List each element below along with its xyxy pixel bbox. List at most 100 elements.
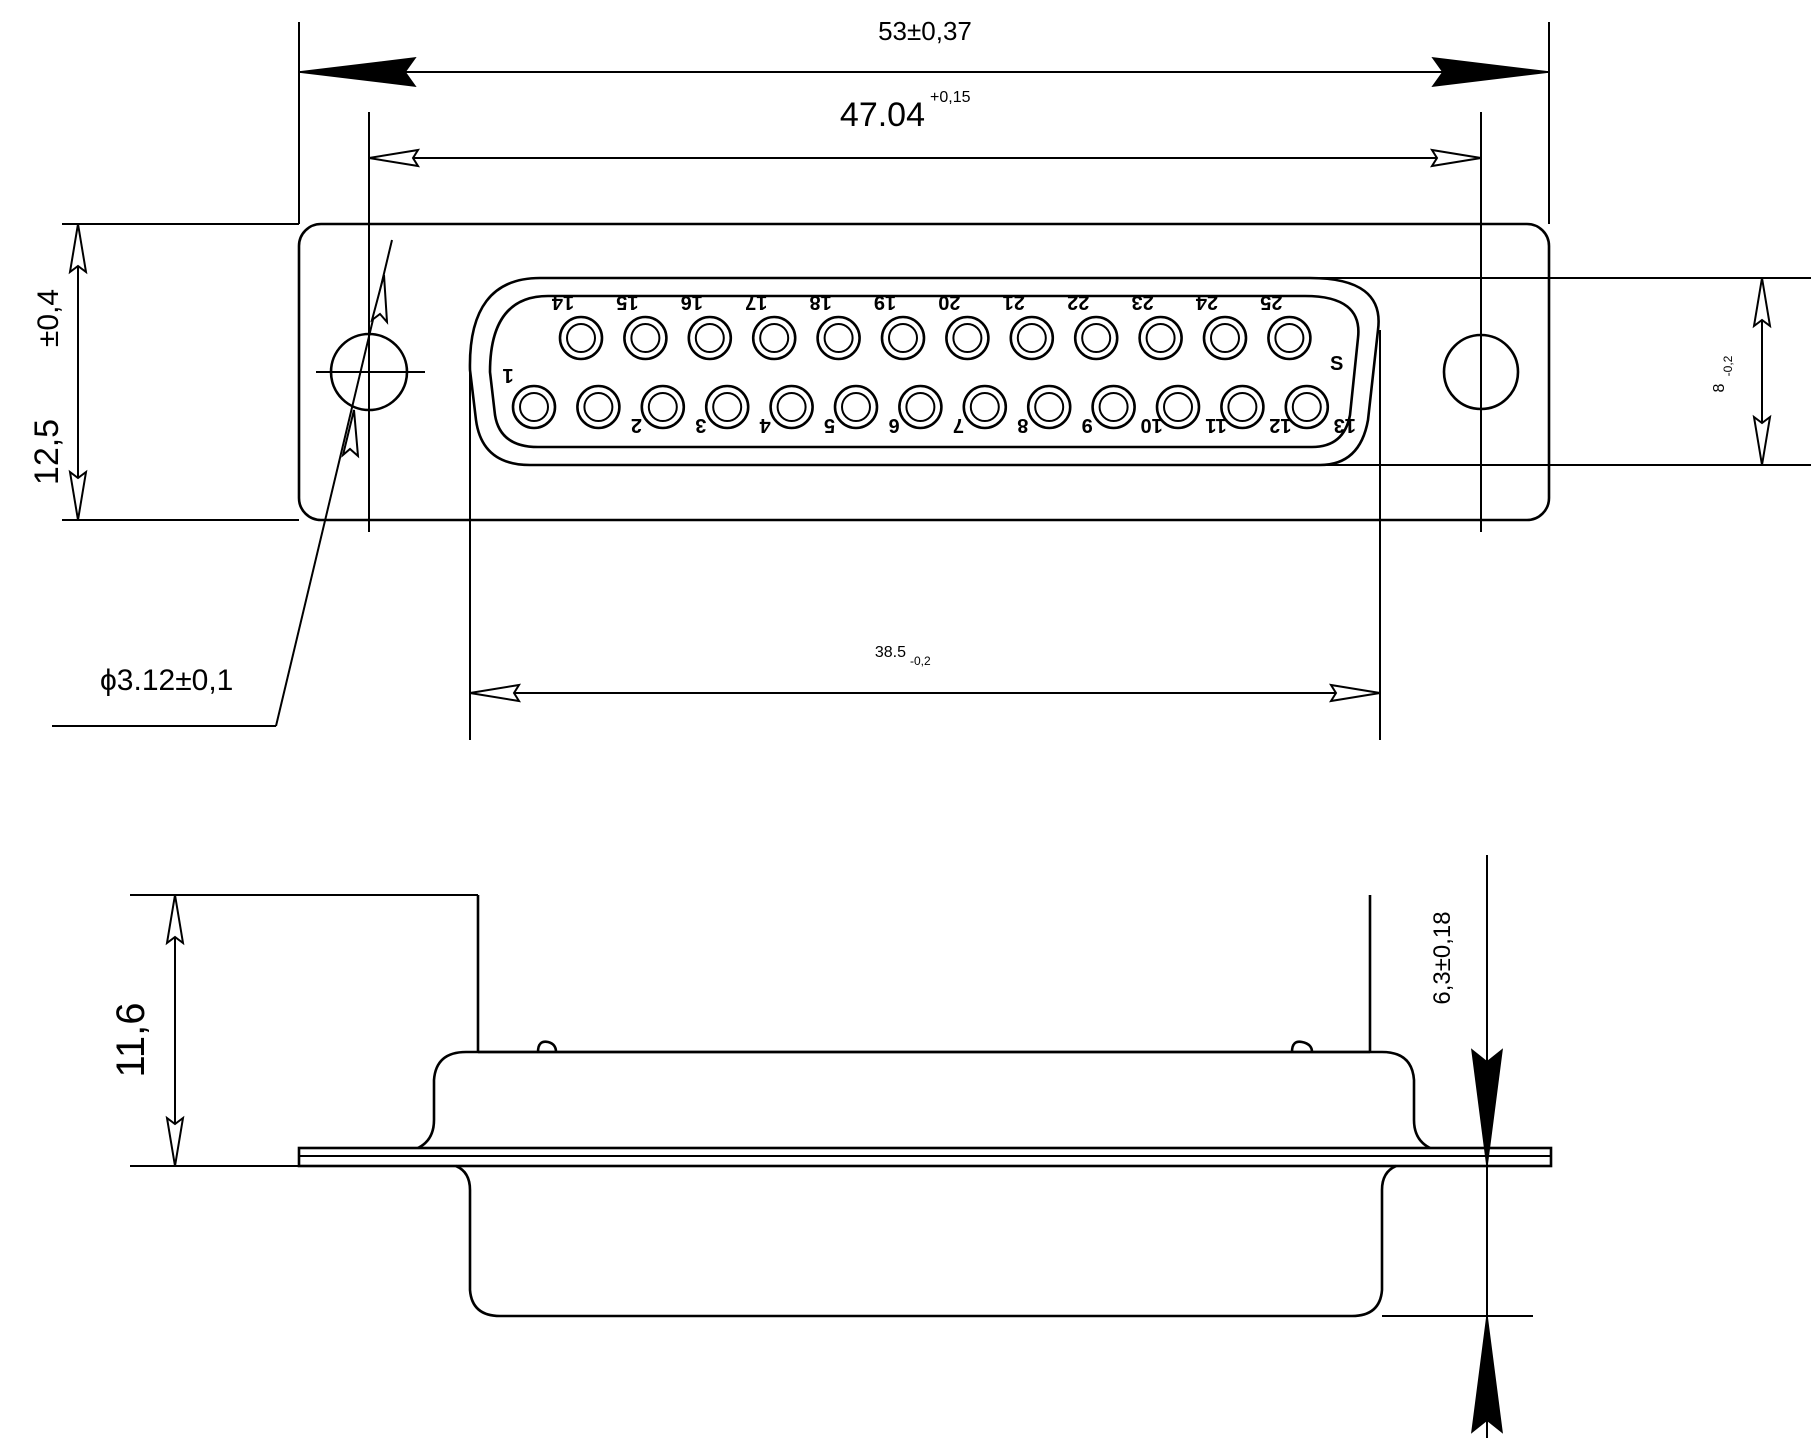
pin-number: 15	[616, 291, 638, 313]
pin-socket-inner	[694, 323, 725, 353]
pin-socket-inner	[1163, 392, 1193, 422]
pin-socket	[623, 315, 668, 361]
side-shell-lower	[455, 1164, 1397, 1318]
pin-number: 14	[551, 291, 574, 313]
pin-socket-inner	[776, 392, 807, 422]
side-hook	[536, 1040, 558, 1053]
pin-socket	[640, 384, 686, 430]
arrow	[1429, 148, 1482, 168]
dim-shell-width-tol: -0,2	[910, 654, 931, 668]
dim-shell-width: 38.5	[875, 644, 906, 661]
dim-flange-height-tol: ±0,4	[32, 289, 65, 347]
pin-socket	[704, 384, 750, 430]
pin-socket-inner	[1081, 323, 1112, 353]
pin-socket	[1155, 384, 1201, 430]
pin-socket-inner	[823, 323, 854, 353]
pin-number: 7	[953, 414, 964, 436]
d-shell-inner	[488, 294, 1360, 449]
side-view: 11,6 6,3±0,18	[109, 855, 1553, 1438]
pin-socket-inner	[1034, 392, 1065, 422]
pin-number: 5	[824, 414, 835, 436]
arrow	[370, 274, 389, 325]
pin-number: 6	[888, 414, 899, 436]
pin-socket-inner	[519, 392, 549, 422]
pin-socket	[769, 384, 814, 430]
dim-flange-height: 12,5	[28, 419, 66, 485]
pin-number: 13	[1334, 414, 1356, 436]
dim-hole-spacing: 47.04	[840, 96, 925, 134]
pin-number: 8	[1017, 414, 1028, 436]
pin-socket	[1284, 384, 1330, 430]
pin-socket	[833, 384, 879, 430]
pin-number: 10	[1140, 414, 1162, 436]
pin-socket-inner	[1227, 392, 1258, 422]
arrow	[1471, 1315, 1503, 1434]
arrow	[368, 148, 421, 168]
arrow	[469, 683, 522, 703]
pin-socket	[687, 315, 733, 361]
dim-rear-depth: 6,3±0,18	[1429, 911, 1456, 1004]
pin-number: 12	[1269, 414, 1291, 436]
pin-number: 18	[809, 291, 831, 313]
pin-number: 17	[745, 291, 767, 313]
pin-socket-inner	[583, 392, 614, 422]
pin-socket-inner	[712, 392, 743, 422]
pin-socket-inner	[1145, 323, 1176, 353]
pin-socket-inner	[952, 323, 983, 353]
pin-socket	[576, 384, 621, 430]
arrow	[1431, 57, 1550, 87]
pin-socket	[558, 315, 604, 361]
pin-number: 21	[1003, 291, 1025, 313]
pin-number: 19	[874, 291, 896, 313]
dim-hole-diameter: ϕ3.12±0,1	[100, 664, 233, 697]
pin-socket-inner	[888, 323, 918, 353]
pin-socket-inner	[1016, 323, 1047, 353]
pin-socket	[1267, 315, 1312, 361]
pin-socket	[816, 315, 861, 361]
pin-socket	[1091, 384, 1136, 430]
pin-socket	[1009, 315, 1055, 361]
front-flange	[297, 222, 1551, 522]
pin-socket	[898, 384, 943, 430]
pin-socket-inner	[566, 323, 596, 353]
pin-socket	[1073, 315, 1119, 361]
dim-hole-spacing-tol: +0,15	[930, 89, 971, 106]
pin-socket-inner	[759, 323, 790, 353]
pin-socket-inner	[1210, 323, 1240, 353]
pin-socket	[1220, 384, 1265, 430]
pin-number: 1	[502, 364, 513, 386]
side-hook	[1290, 1040, 1314, 1053]
pin-socket-inner	[1274, 323, 1305, 353]
pin-number: 25	[1260, 291, 1282, 313]
pin-socket	[511, 384, 557, 430]
dim-shell-height-tol: -0,2	[1721, 355, 1735, 376]
pin-socket	[945, 315, 990, 361]
arrow	[68, 223, 88, 275]
arrow	[68, 469, 88, 521]
pin-socket-inner	[630, 323, 661, 353]
pin-number: 24	[1195, 291, 1218, 313]
arrow	[298, 57, 417, 87]
pin-number: 16	[681, 291, 703, 313]
pin-socket	[1138, 315, 1183, 361]
dim-shell-height: 8	[1711, 383, 1728, 392]
pin-socket-inner	[969, 392, 1000, 422]
arrow	[1471, 1048, 1503, 1167]
pin-socket	[1026, 384, 1072, 430]
pin-socket-inner	[1291, 392, 1322, 422]
pin-socket-inner	[905, 392, 936, 422]
pin-socket-inner	[841, 392, 871, 422]
pin-number: 4	[759, 414, 771, 436]
pin-socket-inner	[647, 392, 678, 422]
pin-number: 2	[631, 414, 642, 436]
pin-socket-inner	[1098, 392, 1129, 422]
d-shell-outer	[468, 276, 1380, 467]
arrow	[1752, 414, 1772, 466]
dim-overall-width: 53±0,37	[878, 16, 972, 46]
leader-hole-diameter	[275, 239, 393, 727]
arrow	[1328, 683, 1381, 703]
pin-number: 11	[1205, 414, 1226, 436]
dim-total-depth: 11,6	[109, 1003, 153, 1078]
arrow	[1752, 277, 1772, 329]
